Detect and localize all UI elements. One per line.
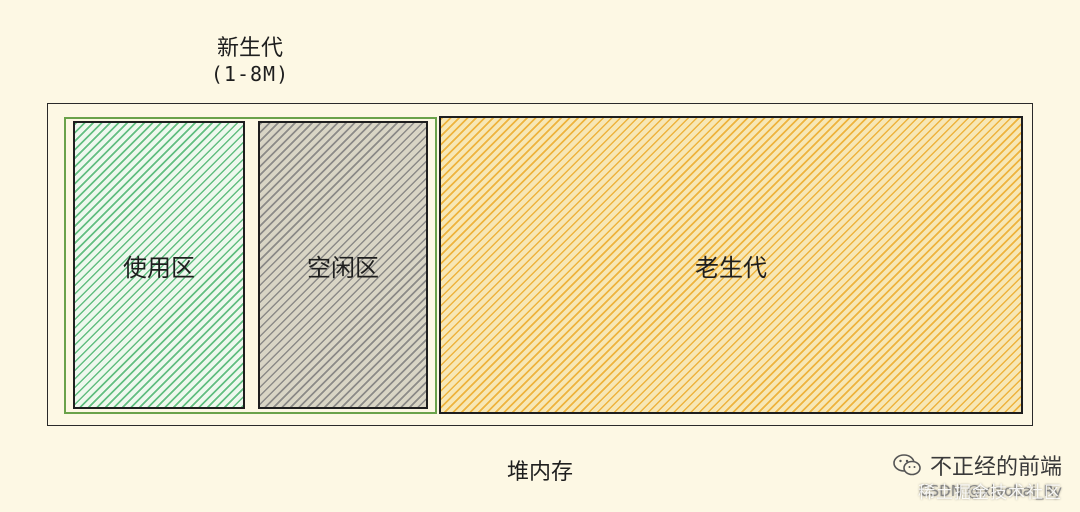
young-generation-box xyxy=(64,117,437,414)
heap-memory-box xyxy=(47,103,1033,426)
free-region: 空闲区 xyxy=(258,121,428,409)
watermark-platform: 稀土掘金技术社区 xyxy=(918,483,1062,503)
wechat-icon xyxy=(893,454,921,476)
used-region: 使用区 xyxy=(73,121,245,409)
used-region-label: 使用区 xyxy=(123,253,195,282)
young-gen-title: 新生代 xyxy=(216,36,283,61)
watermark-platform-row: CSDN @xiaobai_Ry 稀土掘金技术社区 xyxy=(892,482,1062,503)
watermark-account: 不正经的前端 xyxy=(929,455,1062,480)
free-region-label: 空闲区 xyxy=(307,253,379,282)
watermark: 不正经的前端 CSDN @xiaobai_Ry 稀土掘金技术社区 xyxy=(892,449,1062,503)
watermark-csdn: CSDN @xiaobai_Ry xyxy=(919,482,1062,500)
old-generation-label: 老生代 xyxy=(695,253,767,282)
watermark-account-row: 不正经的前端 xyxy=(892,449,1062,481)
young-gen-size: (1-8M) xyxy=(210,62,290,86)
heap-memory-label: 堆内存 xyxy=(506,460,573,485)
old-generation-region: 老生代 xyxy=(439,116,1023,414)
